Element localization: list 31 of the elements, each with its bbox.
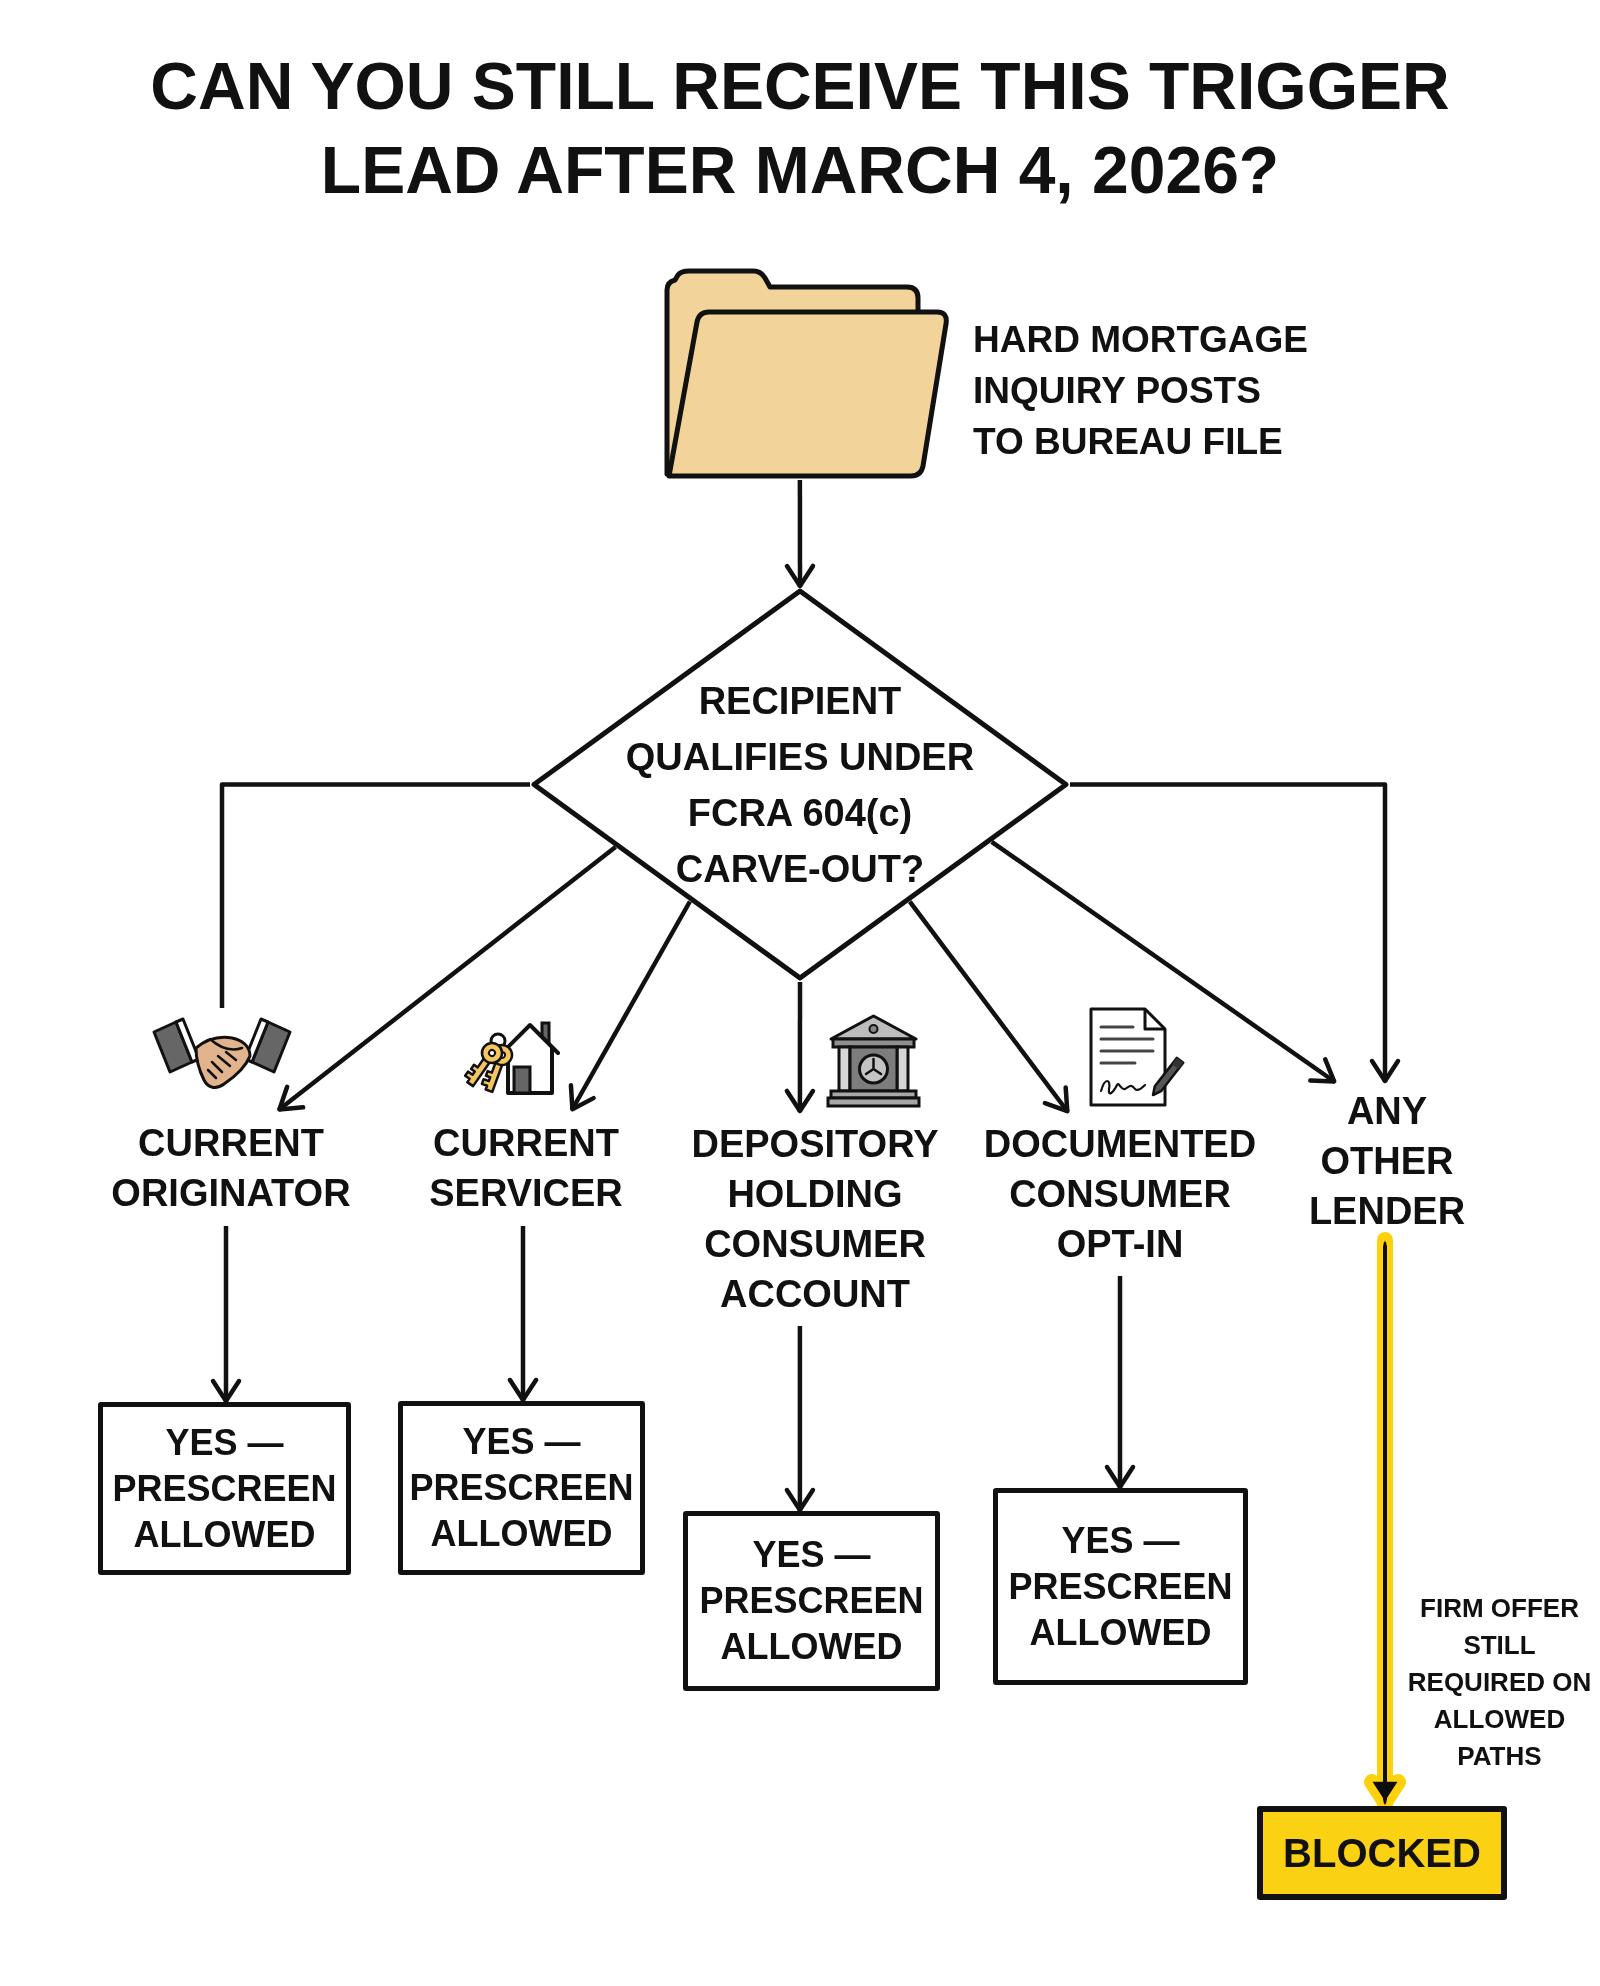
- outcome-text: BLOCKED: [1283, 1830, 1481, 1877]
- arrow: [1070, 782, 1401, 1084]
- arrow: [784, 982, 816, 1114]
- outcome-text: YES — PRESCREEN ALLOWED: [1007, 1518, 1234, 1655]
- outcome-text: YES — PRESCREEN ALLOWED: [408, 1420, 635, 1556]
- arrow: [507, 1226, 539, 1403]
- decision-text: RECIPIENT QUALIFIES UNDER FCRA 604(c) CARVE-OUT?: [624, 678, 976, 892]
- diagram-title: CAN YOU STILL RECEIVE THIS TRIGGER LEAD AFTER MARCH 4, 2026?: [149, 48, 1451, 209]
- arrow: [908, 900, 1070, 1114]
- folder-caption: HARD MORTGAGE INQUIRY POSTS TO BUREAU FILE: [973, 318, 1310, 464]
- arrow: [784, 480, 816, 589]
- arrow: [568, 900, 692, 1112]
- branch-label: CURRENT ORIGINATOR: [110, 1121, 352, 1216]
- note-text: FIRM OFFER STILL REQUIRED ON ALLOWED PATHS: [1406, 1592, 1593, 1773]
- outcome-box: [993, 1488, 1248, 1685]
- branch-label: DEPOSITORY HOLDING CONSUMER ACCOUNT: [690, 1122, 940, 1317]
- outcome-box: [398, 1401, 645, 1575]
- outcome-text: YES — PRESCREEN ALLOWED: [698, 1533, 925, 1669]
- arrow: [210, 1226, 242, 1404]
- branch-label: CURRENT SERVICER: [428, 1121, 624, 1216]
- branch-label: ANY OTHER LENDER: [1307, 1089, 1467, 1234]
- branch-label: DOCUMENTED CONSUMER OPT-IN: [982, 1122, 1258, 1267]
- arrow: [1104, 1276, 1136, 1490]
- arrow: [784, 1326, 816, 1513]
- connector-line: [219, 782, 530, 1008]
- outcome-box: [683, 1511, 940, 1691]
- arrow: [990, 839, 1337, 1084]
- outcome-box: [98, 1402, 351, 1575]
- arrow: [277, 845, 617, 1112]
- blocked-box: [1257, 1806, 1507, 1900]
- outcome-text: YES — PRESCREEN ALLOWED: [111, 1420, 338, 1557]
